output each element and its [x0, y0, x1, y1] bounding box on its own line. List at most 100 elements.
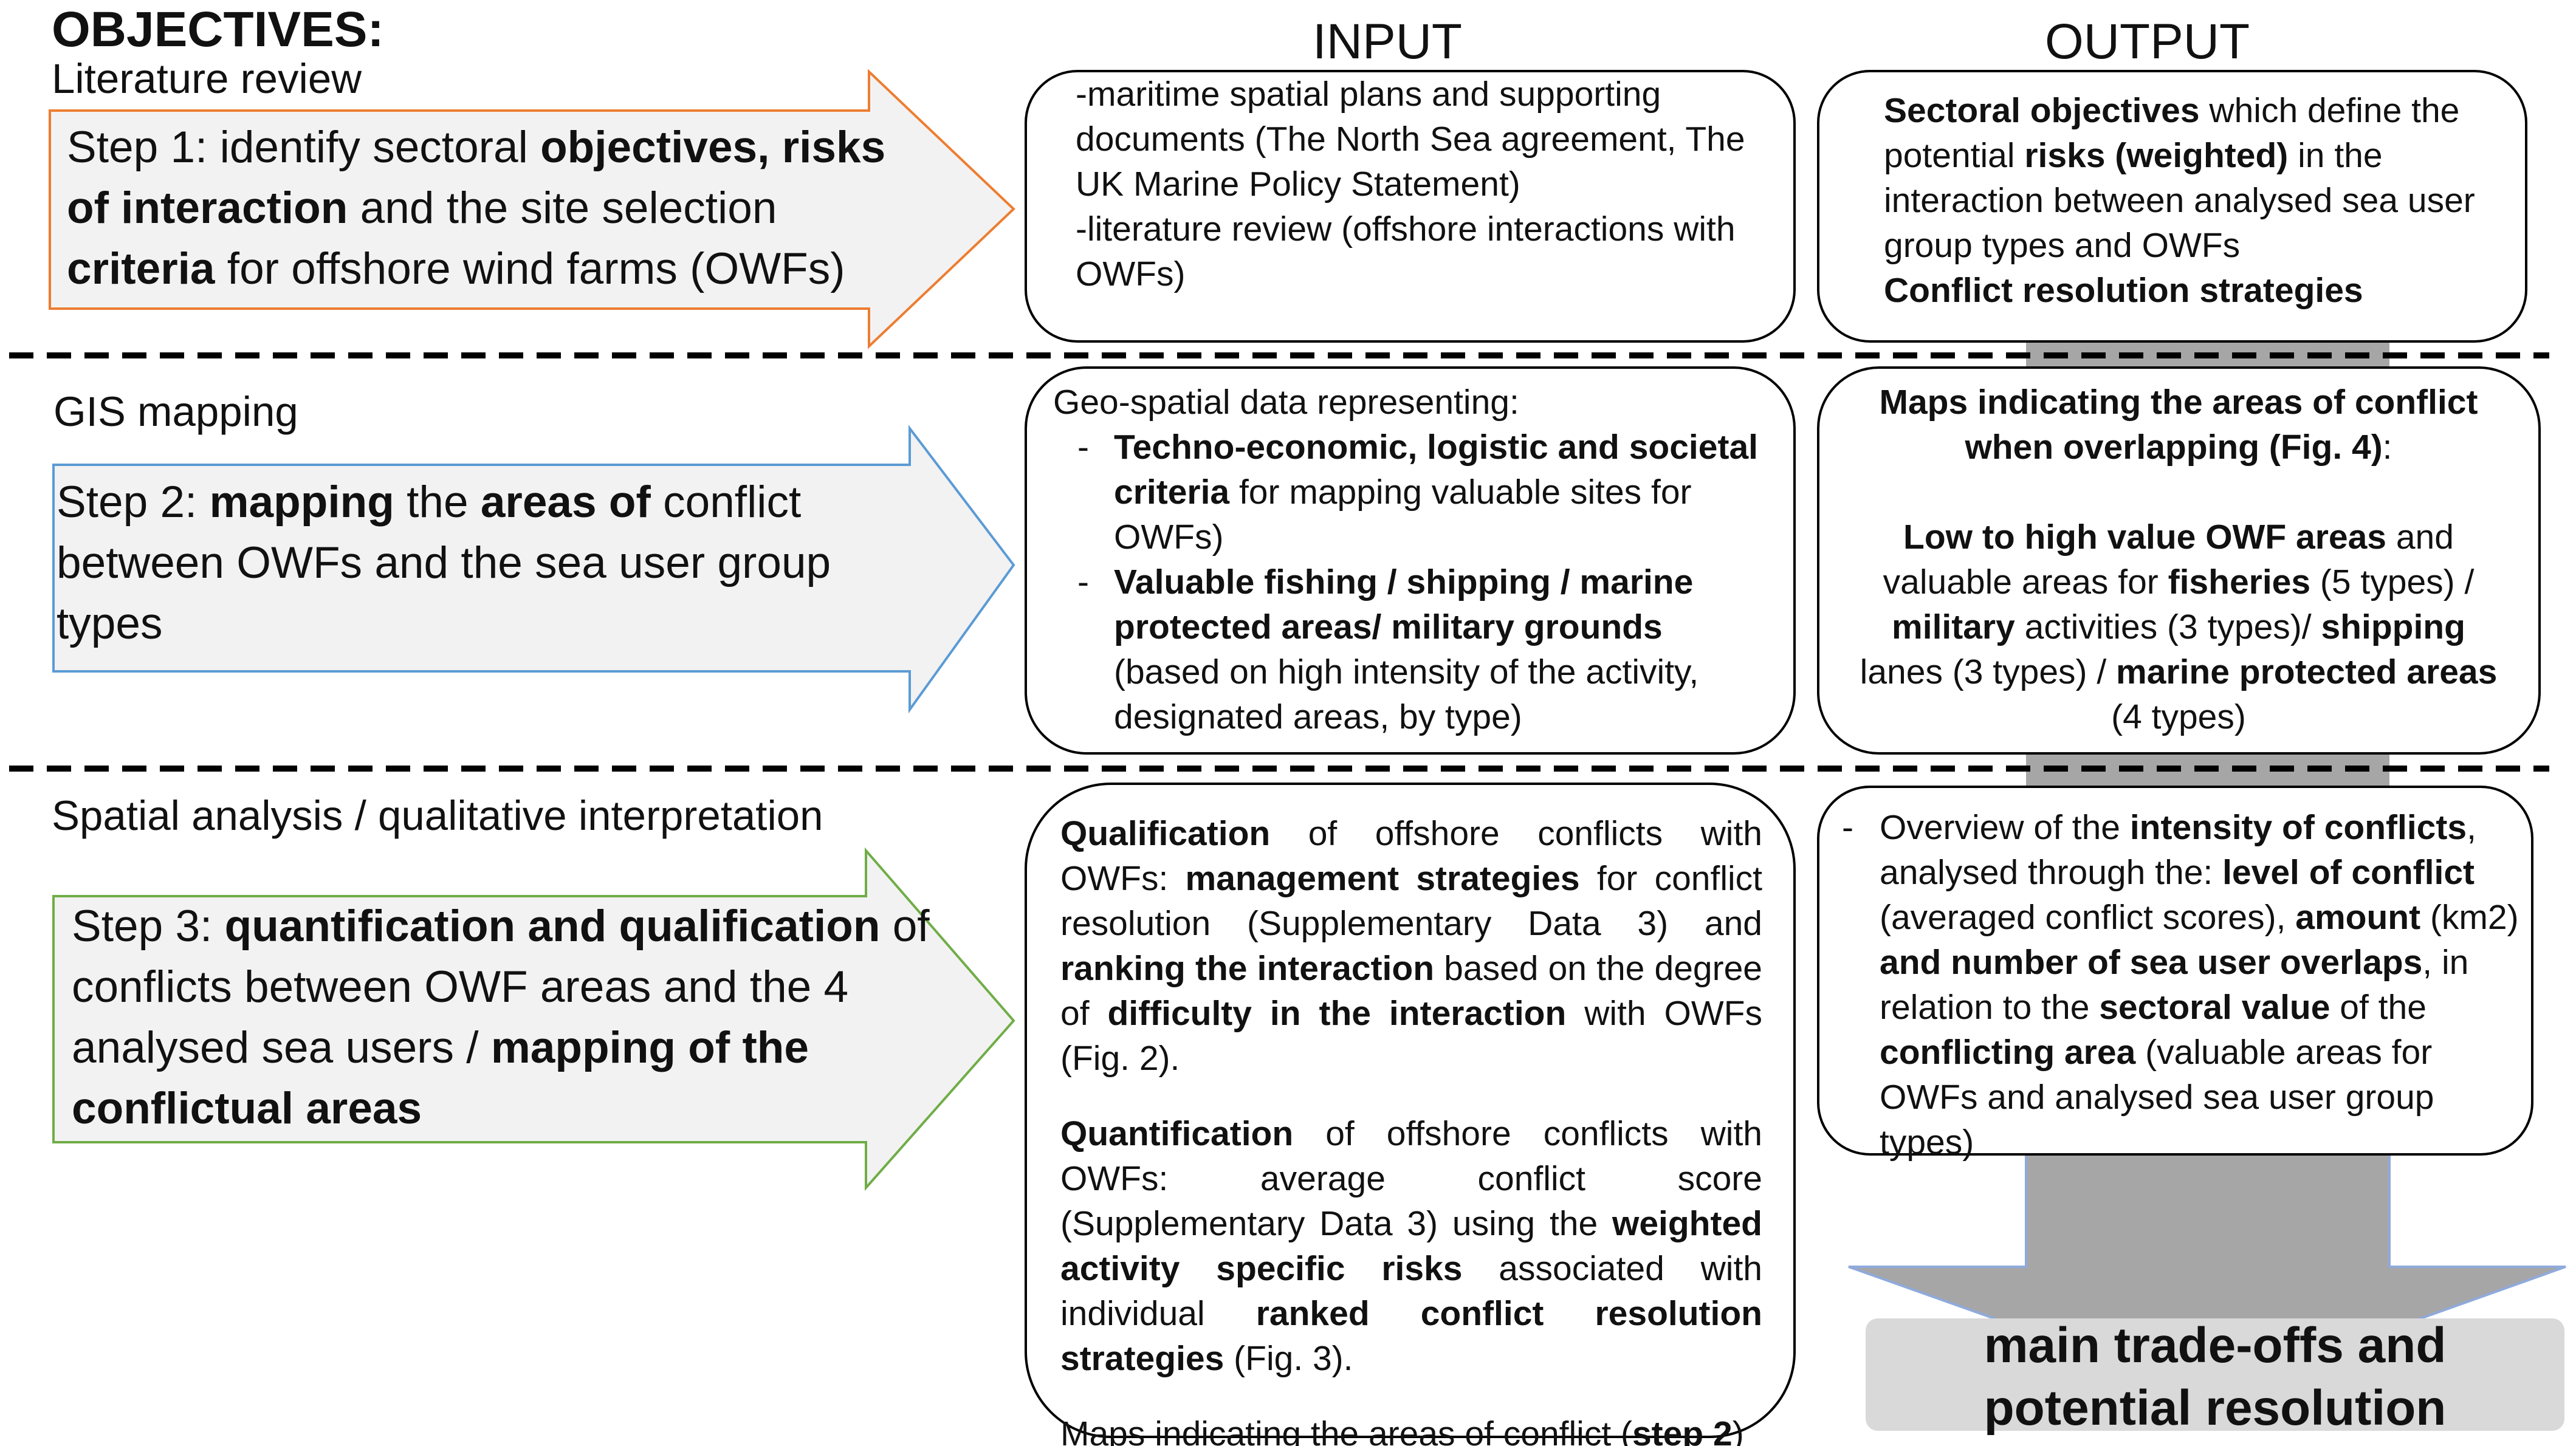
output-3-run: conflicting area — [1880, 1033, 2136, 1072]
step-3-text-run: quantification and qualification — [224, 902, 881, 951]
output-1-run: in the interaction between analysed sea … — [1884, 136, 2475, 265]
step-3-text-run: Step 3: — [72, 902, 225, 951]
output-2-run: Maps indicating the areas of conflict wh… — [1879, 383, 2478, 467]
input-3-run: ranked conflict resolution strategies — [1060, 1294, 1762, 1378]
step-1-text-run: objectives, risks of interaction — [67, 123, 886, 233]
output-2-run: activities (3 types)/ — [2014, 608, 2321, 646]
input-box-3 — [1025, 783, 1796, 1438]
input-3-paragraph: Qualification of offshore conflicts with… — [1060, 811, 1762, 1081]
step-2-text: Step 2: mapping the areas of conflict be… — [57, 472, 907, 654]
input-1-run: -literature review (offshore interaction… — [1076, 210, 1736, 293]
step-1-text-run: for offshore wind farms (OWFs) — [215, 244, 845, 293]
output-2-run: Low to high value OWF areas — [1903, 518, 2386, 557]
output-2-run: marine protected areas — [2116, 653, 2498, 691]
output-2-run: (5 types) / — [2310, 563, 2475, 601]
input-3-run: (Fig. 3). — [1224, 1339, 1353, 1378]
output-column-header: OUTPUT — [2045, 14, 2250, 69]
step-1-text-run: criteria — [67, 244, 215, 293]
input-3-run: of offshore conflicts with OWFs: — [1060, 814, 1762, 898]
section-label-spatial-analysis: Spatial analysis / qualitative interpret… — [52, 792, 823, 839]
step-2-text-run: areas of — [480, 478, 651, 527]
step-3-text-run: of conflicts between OWF areas and the 4… — [72, 902, 930, 1072]
input-text-step-1: -maritime spatial plans and supporting d… — [1076, 72, 1781, 296]
output-3-run: amount — [2295, 898, 2421, 937]
output-3-run: and number of sea user overlaps — [1880, 943, 2423, 982]
input-3-run: weighted activity specific risks — [1060, 1204, 1762, 1288]
output-1-run: risks (weighted) — [2024, 136, 2289, 175]
step-1-text-run: Step 1: identify sectoral — [67, 123, 541, 172]
step-1-text-run: and the site selection — [348, 183, 777, 233]
input-3-run: with OWFs (Fig. 2). — [1060, 994, 1763, 1078]
input-text-step-2: Geo-spatial data representing: Techno-eco… — [1053, 380, 1764, 739]
input-box-1 — [1025, 70, 1796, 343]
input-column-header: INPUT — [1313, 14, 1462, 69]
final-result-text: main trade-offs and potential resolution… — [1984, 1318, 2447, 1446]
step-1-text: Step 1: identify sectoral objectives, ri… — [67, 117, 918, 300]
input-2-paragraph: Valuable fishing / shipping / marine pro… — [1053, 560, 1764, 739]
output-text-step-3: Overview of the intensity of conflicts , … — [1825, 805, 2524, 1165]
step-3-arrow — [52, 847, 1015, 1191]
input-2-paragraph: Geo-spatial data representing: — [1053, 380, 1764, 425]
final-result-box — [1866, 1318, 2564, 1431]
input-3-run: Quantification — [1060, 1114, 1294, 1153]
input-3-run: associated with individual — [1060, 1249, 1762, 1333]
input-2-run: (based on high intensity of the activity… — [1114, 653, 1699, 736]
output-1-run: Conflict resolution strategies — [1884, 271, 2363, 310]
step-2-text-run: the — [394, 478, 481, 527]
output-1-run: Sectoral objectives — [1884, 91, 2200, 130]
input-2-run: for mapping valuable sites for OWFs) — [1114, 473, 1692, 557]
output-3-run: (km2) — [2420, 898, 2519, 937]
output-2-run: lanes (3 types) / — [1860, 653, 2117, 691]
output-2-run: : — [2382, 428, 2392, 467]
input-3-run: Maps indicating the areas of conflict ( — [1060, 1414, 1632, 1446]
step-2-text-run: Step 2: — [57, 478, 210, 527]
output-2-run: fisheries — [2168, 563, 2311, 601]
objectives-heading: OBJECTIVES: — [52, 2, 384, 57]
output-3-run: intensity of conflicts — [2129, 808, 2467, 847]
spacer — [1856, 470, 2501, 515]
output-3-run: , in relation to the — [1880, 943, 2469, 1027]
output-box-2 — [1817, 366, 2541, 755]
input-3-run: for conflict resolution (Supplementary D… — [1060, 859, 1762, 943]
input-1-paragraph: -literature review (offshore interaction… — [1076, 207, 1781, 296]
output-3-run: level of conflict — [2222, 853, 2475, 892]
output-2-run: shipping — [2321, 608, 2465, 646]
output-1-paragraph: Conflict resolution strategies — [1884, 268, 2492, 313]
step-3-text-run: mapping of the conflictual areas — [72, 1023, 809, 1133]
output-text-step-2: Maps indicating the areas of conflict wh… — [1856, 380, 2501, 739]
output-text-step-1: Sectoral objectives which define the pot… — [1884, 88, 2492, 313]
section-label-gis-mapping: GIS mapping — [53, 388, 298, 435]
input-3-run: of offshore conflicts with OWFs: average… — [1060, 1114, 1762, 1243]
output-3-run: (valuable areas for OWFs and analysed se… — [1880, 1033, 2434, 1162]
output-1-paragraph: Sectoral objectives which define the pot… — [1884, 88, 2492, 268]
input-3-run: Qualification — [1060, 814, 1271, 853]
input-3-run: ranking the interaction — [1060, 949, 1435, 988]
output-2-run: military — [1892, 608, 2015, 646]
input-3-run: step 2 — [1632, 1414, 1733, 1446]
input-1-run: -maritime spatial plans and supporting d… — [1076, 75, 1745, 204]
output-2-run: (4 types) — [2111, 697, 2246, 736]
step-2-arrow — [52, 425, 1015, 714]
input-2-run: Techno-economic, logistic and societal c… — [1114, 428, 1758, 512]
step-2-text-run: mapping — [209, 478, 394, 527]
output-2-run: and valuable areas for — [1883, 518, 2454, 601]
input-3-run: management strategies — [1185, 859, 1580, 898]
output-3-run: Overview of the — [1880, 808, 2130, 847]
input-3-run: ) — [1732, 1414, 1744, 1446]
input-2-run: Valuable fishing / shipping / marine pro… — [1114, 563, 1694, 646]
output-box-1 — [1817, 70, 2527, 343]
section-label-literature-review: Literature review — [52, 55, 362, 102]
input-3-run: based on the degree of — [1060, 949, 1763, 1033]
output-1-run: which define the potential — [1884, 91, 2460, 175]
output-3-paragraph: Overview of the intensity of conflicts , … — [1825, 805, 2524, 1165]
output-3-run: (averaged conflict scores), — [1880, 898, 2296, 937]
step-3-text: Step 3: quantification and qualification… — [72, 896, 959, 1139]
input-3-run: difficulty in the interaction — [1107, 994, 1567, 1033]
input-1-paragraph: -maritime spatial plans and supporting d… — [1076, 72, 1781, 207]
output-3-run: sectoral value — [2099, 988, 2330, 1027]
input-2-run: Geo-spatial data representing: — [1053, 383, 1519, 422]
output-2-paragraph: Low to high value OWF areas and valuable… — [1856, 515, 2501, 739]
step-1-arrow — [49, 69, 1015, 349]
input-3-paragraph: Maps indicating the areas of conflict (s… — [1060, 1411, 1762, 1446]
input-3-paragraph: Quantification of offshore conflicts wit… — [1060, 1111, 1762, 1381]
